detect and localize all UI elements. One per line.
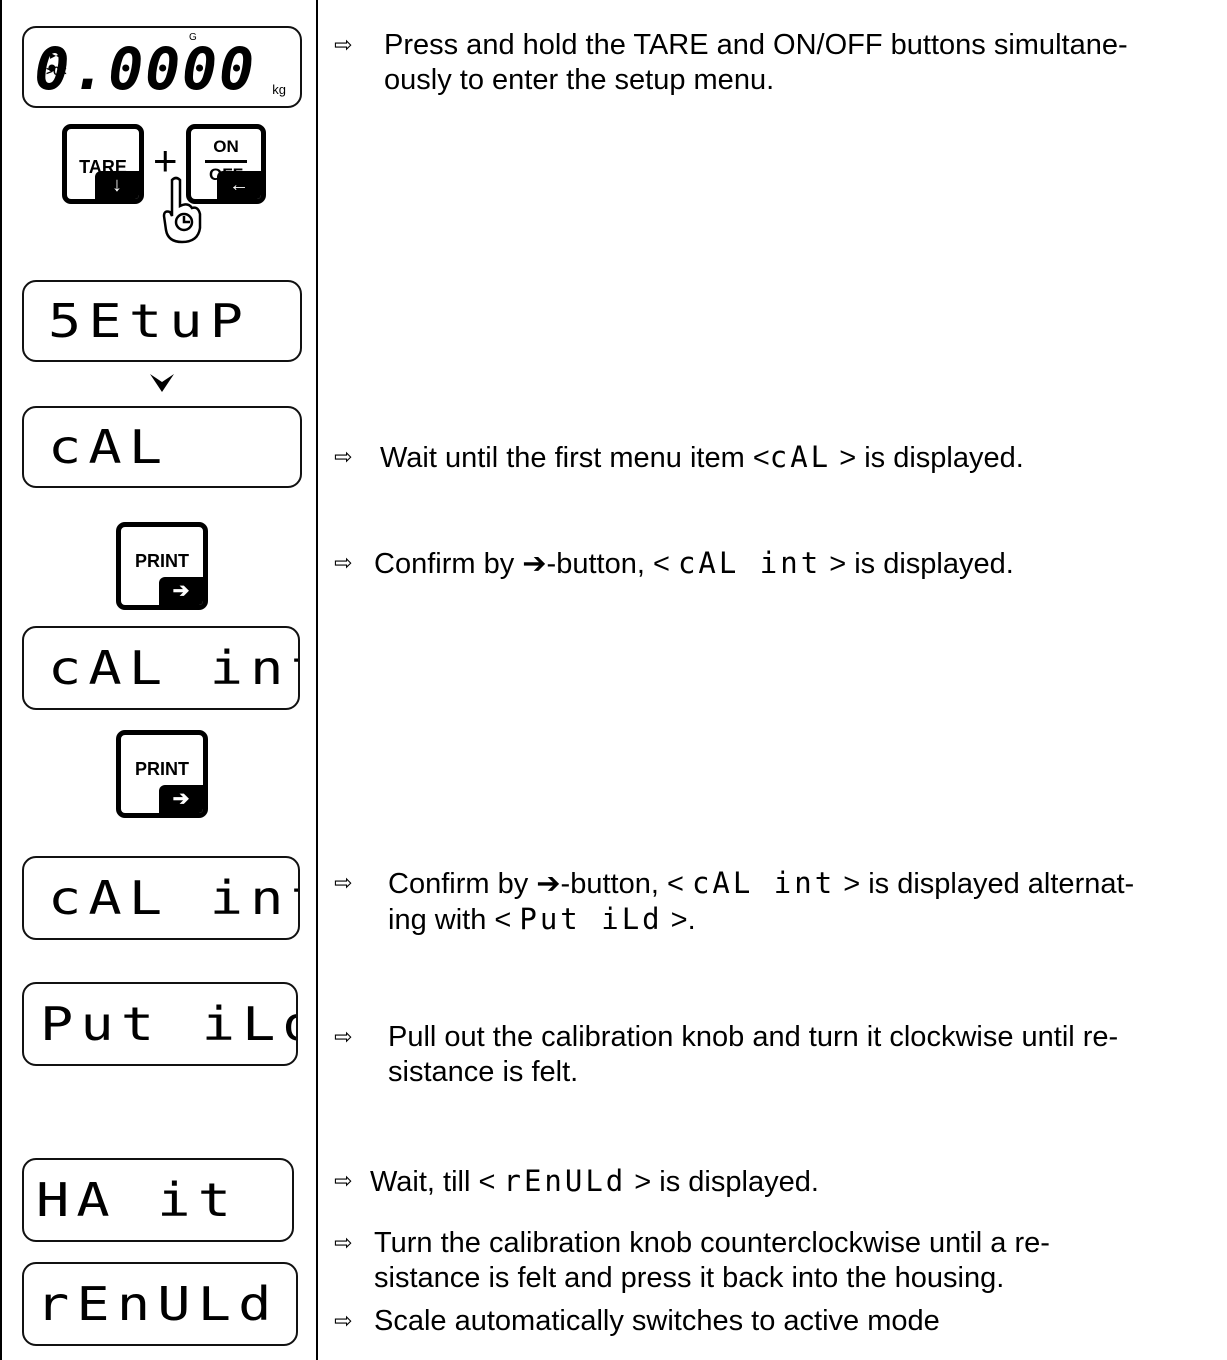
hollow-arrow-icon: ⇨ — [334, 33, 353, 58]
tare-button[interactable]: TARE ↓ — [62, 124, 144, 204]
step-text: > is displayed. — [821, 548, 1014, 580]
step-text: Wait until the first menu item < — [380, 442, 770, 474]
display-put-ild-text: Put iLd — [40, 997, 298, 1051]
display-wait: HA it — [22, 1158, 294, 1242]
finger-press-icon — [162, 176, 202, 244]
weight-value: 0.0000 — [34, 35, 256, 103]
onoff-button[interactable]: ON OFF ← — [186, 124, 266, 204]
step-wait-cal: ⇨ Wait until the first menu item <cAL > … — [334, 440, 1214, 476]
step-text: > is displayed alternat- — [835, 868, 1135, 900]
down-arrow-icon: ↓ — [95, 171, 139, 199]
display-cal-int: cAL int — [22, 856, 300, 940]
hollow-arrow-icon: ⇨ — [334, 1309, 353, 1334]
on-label: ON — [213, 137, 239, 156]
step-text: ing with < — [388, 904, 520, 936]
step-line: Wait, till < rEnULd > is displayed. — [334, 1164, 1214, 1200]
step-text: > is displayed. — [626, 1166, 819, 1198]
right-arrow-icon: ➔ — [159, 785, 203, 813]
segment-text: cAL — [769, 440, 832, 474]
display-setup: 5EtuP — [22, 280, 302, 362]
step-text: Turn the calibration knob counterclockwi… — [374, 1227, 1050, 1259]
step-text: sistance is felt and press it back into … — [374, 1262, 1005, 1294]
plus-sign: + — [153, 137, 178, 184]
display-renuld-text: rEnULd — [36, 1277, 279, 1331]
print-label: PRINT — [135, 551, 189, 571]
display-renuld: rEnULd — [22, 1262, 298, 1346]
hollow-arrow-icon: ⇨ — [334, 1025, 353, 1050]
hollow-arrow-icon: ⇨ — [334, 871, 353, 896]
segment-text: Put iLd — [519, 902, 663, 936]
step-confirm-cal-int: ⇨ Confirm by ➔-button, < cAL int > is di… — [334, 546, 1214, 582]
step-confirm-alternating: ⇨ Confirm by ➔-button, < cAL int > is di… — [334, 866, 1214, 938]
zero-indicator: >0< — [46, 64, 67, 78]
print-label: PRINT — [135, 759, 189, 779]
g-indicator: G — [189, 32, 197, 43]
step-text: >. — [662, 904, 696, 936]
print-button[interactable]: PRINT ➔ — [116, 522, 208, 610]
weight-unit: kg — [272, 82, 286, 97]
segment-text: cAL int — [677, 546, 822, 580]
step-active-mode: ⇨ Scale automatically switches to active… — [334, 1304, 1214, 1339]
display-cal-text: cAL — [48, 420, 170, 474]
print-button[interactable]: PRINT ➔ — [116, 730, 208, 818]
stability-arrows-icon: ▸◂ — [50, 48, 63, 62]
hollow-arrow-icon: ⇨ — [334, 1169, 353, 1194]
segment-text: rEnULd — [503, 1164, 627, 1198]
step-line: Confirm by ➔-button, < cAL int > is disp… — [334, 866, 1214, 902]
hollow-arrow-icon: ⇨ — [334, 445, 353, 470]
chevron-down-icon — [150, 374, 174, 392]
hollow-arrow-icon: ⇨ — [334, 1231, 353, 1256]
table-left-border — [0, 0, 2, 1360]
display-setup-text: 5EtuP — [48, 294, 251, 348]
right-arrow-icon: ➔ — [159, 577, 203, 605]
hollow-arrow-icon: ⇨ — [334, 551, 353, 576]
step-text: Scale automatically switches to active m… — [374, 1305, 940, 1337]
display-wait-text: HA it — [36, 1173, 239, 1227]
weight-display: ▸◂ >0< G 0.0000 kg — [22, 26, 302, 108]
step-text: Pull out the calibration knob and turn i… — [388, 1021, 1119, 1053]
step-pull-knob: ⇨ Pull out the calibration knob and turn… — [334, 1020, 1214, 1090]
step-enter-setup: ⇨ Press and hold the TARE and ON/OFF but… — [334, 28, 1214, 98]
step-text: ously to enter the setup menu. — [384, 64, 775, 96]
display-cal-int: cAL int — [22, 626, 300, 710]
step-line: Wait until the first menu item <cAL > is… — [334, 440, 1214, 476]
step-text: sistance is felt. — [388, 1056, 579, 1088]
step-text: Press and hold the TARE and ON/OFF butto… — [384, 29, 1128, 61]
display-cal-int-text: cAL int — [48, 871, 298, 925]
step-text: Confirm by ➔-button, < — [388, 868, 692, 900]
left-arrow-icon: ← — [217, 171, 261, 199]
segment-text: cAL int — [691, 866, 836, 900]
step-turn-knob-back: ⇨ Turn the calibration knob counterclock… — [334, 1226, 1214, 1296]
step-text: > is displayed. — [831, 442, 1024, 474]
display-cal: cAL — [22, 406, 302, 488]
display-cal-int-text: cAL int — [48, 641, 298, 695]
display-put-ild: Put iLd — [22, 982, 298, 1066]
step-wait-renuld: ⇨ Wait, till < rEnULd > is displayed. — [334, 1164, 1214, 1200]
step-text: Wait, till < — [370, 1166, 504, 1198]
step-line: ing with < Put iLd >. — [334, 902, 1214, 938]
step-text: Confirm by ➔-button, < — [374, 548, 678, 580]
onoff-divider — [205, 160, 247, 163]
step-line: Confirm by ➔-button, < cAL int > is disp… — [334, 546, 1214, 582]
column-divider — [316, 0, 318, 1360]
